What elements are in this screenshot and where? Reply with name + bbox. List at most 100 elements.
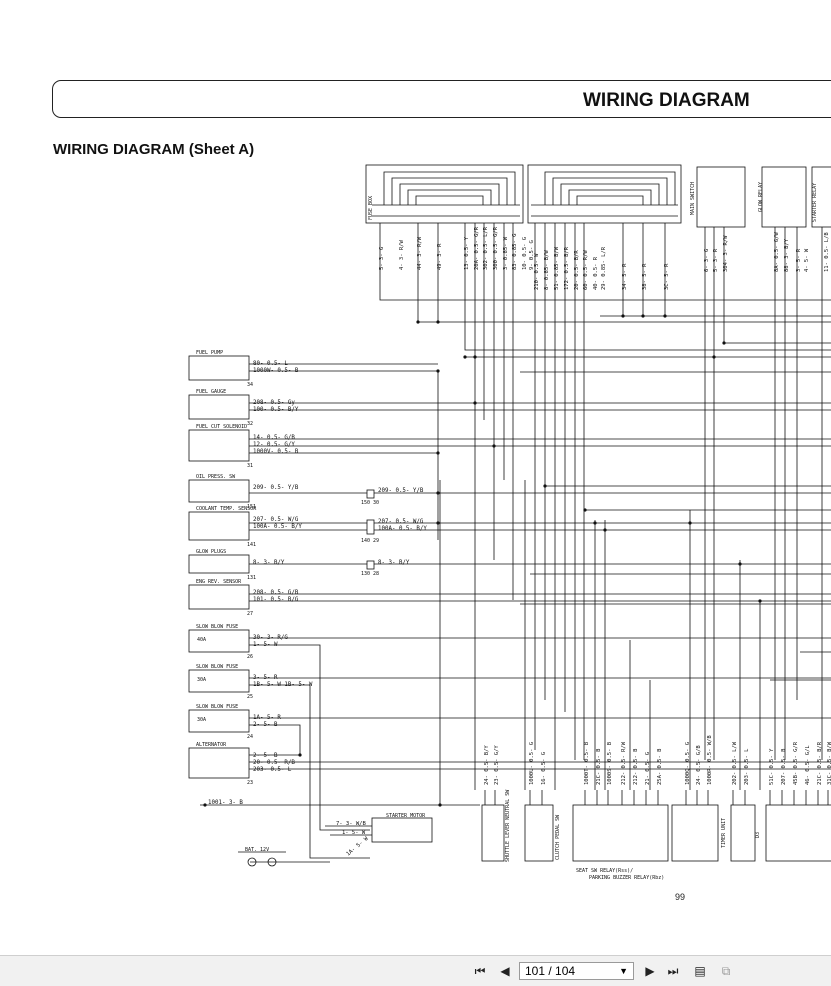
- header-banner: [52, 80, 831, 118]
- junction-dot: [758, 599, 762, 603]
- chevron-down-icon: ▼: [619, 966, 628, 976]
- bottom-wire-label: 24- 0.5- B/Y: [484, 745, 490, 785]
- last-page-button[interactable]: ⏭: [664, 962, 682, 980]
- fuse-box-wire-label: 4- 3- R/W: [399, 240, 405, 270]
- junction-dot: [722, 341, 726, 345]
- component-wire-label: 1A- 5- R: [253, 715, 281, 721]
- starter-relay-label: STARTER RELAY: [812, 183, 818, 222]
- bottom-wire-label: 21- 0.5- G: [645, 752, 651, 785]
- component-wire-label: 80- 0.5- L: [253, 361, 288, 367]
- viewer-toolbar: ⏮ ◀ 101 / 104 ▼ ▶ ⏭ ▤ ⧉: [0, 955, 831, 986]
- first-page-icon: ⏮: [474, 963, 486, 978]
- page-view-icon: ▤: [694, 964, 706, 978]
- previous-page-button[interactable]: ◀: [497, 962, 513, 980]
- bottom-wire-label: 1000S- 0.5- B: [607, 741, 613, 785]
- two-page-view-button[interactable]: ⧉: [716, 962, 736, 980]
- component-wire-label: 1B- 5- W 1B- 5- W: [253, 682, 313, 688]
- glow-relay-wire-label: 3- 5- R: [796, 248, 802, 272]
- page-selector[interactable]: 101 / 104 ▼: [519, 962, 634, 980]
- component-connector-number: 23: [247, 780, 253, 786]
- fuse-rating: 30A: [197, 677, 206, 683]
- single-page-view-button[interactable]: ▤: [690, 962, 710, 980]
- component-wire-label: 1- 5- W: [253, 642, 278, 648]
- battery-label: BAT. 12V: [245, 847, 269, 853]
- wiring-diagram: FUSE BOX MAIN SWITCH GLOW RELAY STARTER REL…: [188, 164, 831, 881]
- component-connector-number: 25: [247, 694, 253, 700]
- fuse-box-wire-label: 8- 0.85- B/W: [544, 250, 550, 290]
- fuse-rating: 40A: [197, 637, 206, 643]
- fuse-box-wire-label: 83- 0.85- G: [512, 234, 518, 270]
- junction-dot: [298, 753, 302, 757]
- mid-wire-label: 207- 0.5- W/G: [378, 519, 424, 525]
- first-page-button[interactable]: ⏮: [472, 962, 488, 980]
- document-page: WIRING DIAGRAM WIRING DIAGRAM (Sheet A): [52, 80, 831, 902]
- fuse-box-wire-label: 20A- 0.5- G/R: [474, 226, 480, 270]
- component-name: GLOW PLUGS: [196, 549, 226, 555]
- starter-motor-wire-label: 1- 5- W: [342, 830, 366, 836]
- parking-buzzer-label: PARKING BUZZER RELAY(Rbz): [589, 875, 664, 881]
- fuse-box-wire-label: 20- 0.5- B/R: [574, 250, 580, 290]
- main-switch-label: MAIN SWITCH: [690, 182, 696, 215]
- junction-dot: [473, 355, 477, 359]
- component-wire-label: 100A- 0.5- B/Y: [253, 524, 302, 530]
- main-switch-wire-label: 6- 3- G: [704, 249, 710, 272]
- component-name: FUEL CUT SOLENOID: [196, 424, 247, 430]
- bottom-wire-label: 1000Q- 0.5- G: [685, 742, 691, 785]
- copy-page-icon: ⧉: [721, 963, 731, 978]
- fuse-box-wire-label: 9- 0.5- G: [529, 240, 535, 270]
- component-connector-number: 34: [247, 382, 253, 388]
- bottom-wire-label: 25A- 0.5- B: [657, 748, 663, 785]
- component-name: OIL PRESS. SW: [196, 474, 236, 480]
- ground-wire-label: 1001- 3- B: [208, 800, 243, 806]
- fuse-box-wire-label: 51- 0.85- B/W: [554, 246, 560, 290]
- component-wire-label: 208- 0.5- Gy: [253, 400, 295, 406]
- component-wire-label: 101- 0.5- B/G: [253, 597, 299, 603]
- mid-wire-label: 8- 3- B/Y: [378, 560, 410, 566]
- junction-dot: [492, 444, 496, 448]
- bottom-wire-label: 1000U- 0.5- G: [529, 742, 535, 785]
- bottom-wire-label: 207- 0.5- B: [781, 748, 787, 785]
- next-page-button[interactable]: ▶: [642, 962, 658, 980]
- component-connector-number: 27: [247, 611, 253, 617]
- component-wire-label: 100- 0.5- B/Y: [253, 407, 299, 413]
- junction-dot: [621, 314, 625, 318]
- glow-relay-wire-label: 4- 5- W: [804, 248, 810, 272]
- shuttle-lever-label: SHUTTLE LEVER NEUTRAL SW: [505, 789, 511, 862]
- component-name: COOLANT TEMP. SENSOR: [196, 506, 257, 512]
- junction-dot: [436, 451, 440, 455]
- glow-relay-wire-label: 88- 3- B/Y: [784, 238, 790, 272]
- starter-motor-wire-label: 1A- 5- W: [345, 835, 370, 857]
- fuse-box-wire-label: 10- 0.5- G: [522, 237, 528, 270]
- component-connector-number: 141: [247, 542, 256, 548]
- junction-dot: [738, 562, 742, 566]
- clutch-pedal-label: CLUTCH PEDAL SW: [555, 814, 561, 860]
- d3-label: D3: [755, 832, 761, 838]
- component-wire-label: 1000V- 0.5- B: [253, 449, 299, 455]
- glow-relay-label: GLOW RELAY: [758, 182, 764, 212]
- bottom-wire-label: 46- 0.5- G/L: [805, 745, 811, 785]
- junction-dot: [203, 803, 207, 807]
- component-wire-label: 3- 5- R: [253, 675, 278, 681]
- fuse-rating: 30A: [197, 717, 206, 723]
- page-selector-value: 101 / 104: [525, 964, 576, 978]
- fuse-box-label: FUSE BOX: [368, 196, 374, 220]
- fuse-box-wire-label: 3- 0.85- W: [503, 236, 509, 270]
- junction-dot: [543, 484, 547, 488]
- seat-relay-label: SEAT SW RELAY(Rss)/: [576, 868, 633, 874]
- fuse-box-wire-label: 29- 0.85- L/R: [601, 246, 607, 290]
- main-switch-wire-label: 5- 3- R: [713, 248, 719, 272]
- bottom-wire-label: 212- 0.5- R/W: [621, 741, 627, 785]
- bottom-wire-label: 1000R- 0.5- W/B: [707, 735, 713, 785]
- starter-relay-wire-label: 11- 0.5- L/B: [824, 232, 830, 272]
- bottom-wire-label: 51C- 0.5- Y: [769, 748, 775, 785]
- component-connector-number: 24: [247, 734, 253, 740]
- component-wire-label: 14- 0.5- G/B: [253, 435, 295, 441]
- component-name: FUEL GAUGE: [196, 389, 226, 395]
- component-name: FUEL PUMP: [196, 350, 223, 356]
- component-wire-label: 30- 3- R/G: [253, 635, 288, 641]
- component-connector-number: 31: [247, 463, 253, 469]
- bottom-wire-label: 21C- 0.5- B/R: [817, 741, 823, 785]
- bottom-wire-label: 23- 0.5- G/Y: [494, 745, 500, 785]
- junction-dot: [436, 320, 440, 324]
- junction-dot: [436, 491, 440, 495]
